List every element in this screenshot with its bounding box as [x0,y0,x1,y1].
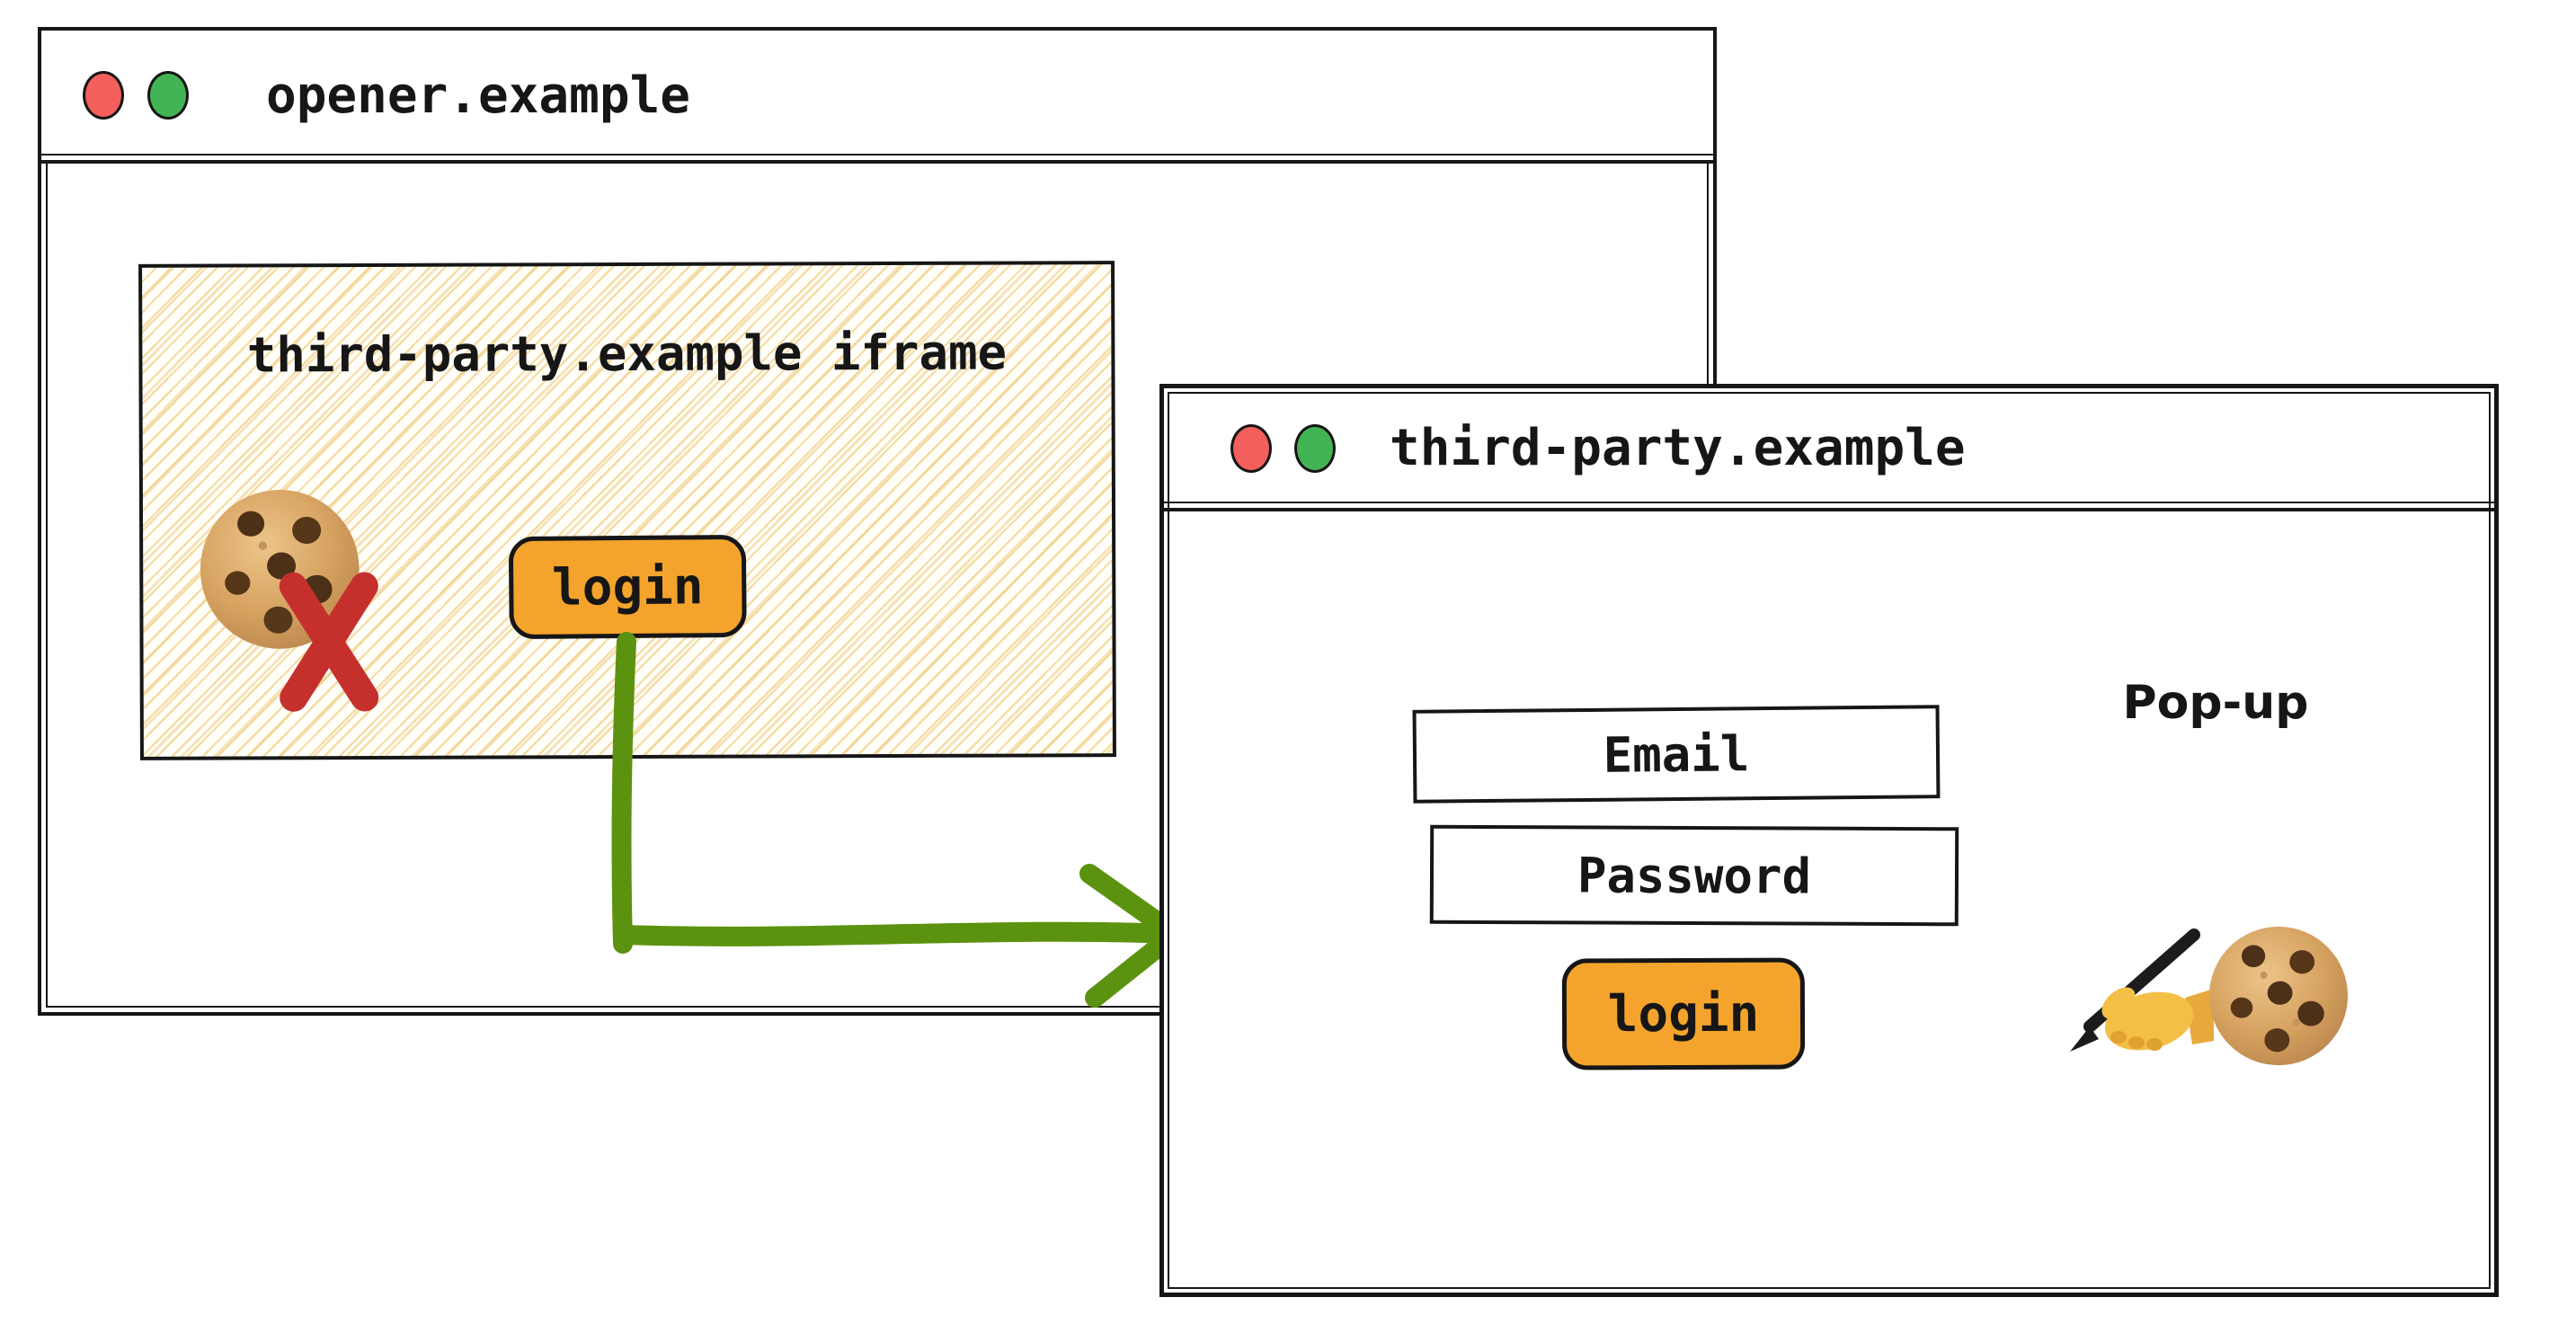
email-field[interactable]: Email [1412,705,1941,804]
close-window-icon[interactable] [83,71,124,120]
popup-window-title: third-party.example [1390,419,1966,477]
close-window-icon[interactable] [1230,423,1272,473]
iframe-label: third-party.example iframe [246,324,1008,384]
popup-window: third-party.example Pop-up Email Passwor… [1159,384,2499,1297]
password-field[interactable]: Password [1429,824,1959,927]
opener-titlebar: opener.example [41,31,1713,164]
maximize-window-icon[interactable] [147,71,189,120]
popup-titlebar: third-party.example [1164,388,2494,511]
popup-label: Pop-up [2122,676,2309,730]
maximize-window-icon[interactable] [1294,423,1336,473]
opener-window-title: opener.example [266,66,691,125]
third-party-iframe: third-party.example iframe login [138,261,1116,760]
popup-login-button[interactable]: login [1561,957,1806,1071]
cookie-icon [2208,926,2349,1066]
blocked-x-icon [279,572,379,712]
writing-hand-icon [2070,929,2214,1052]
iframe-login-button[interactable]: login [508,534,747,640]
